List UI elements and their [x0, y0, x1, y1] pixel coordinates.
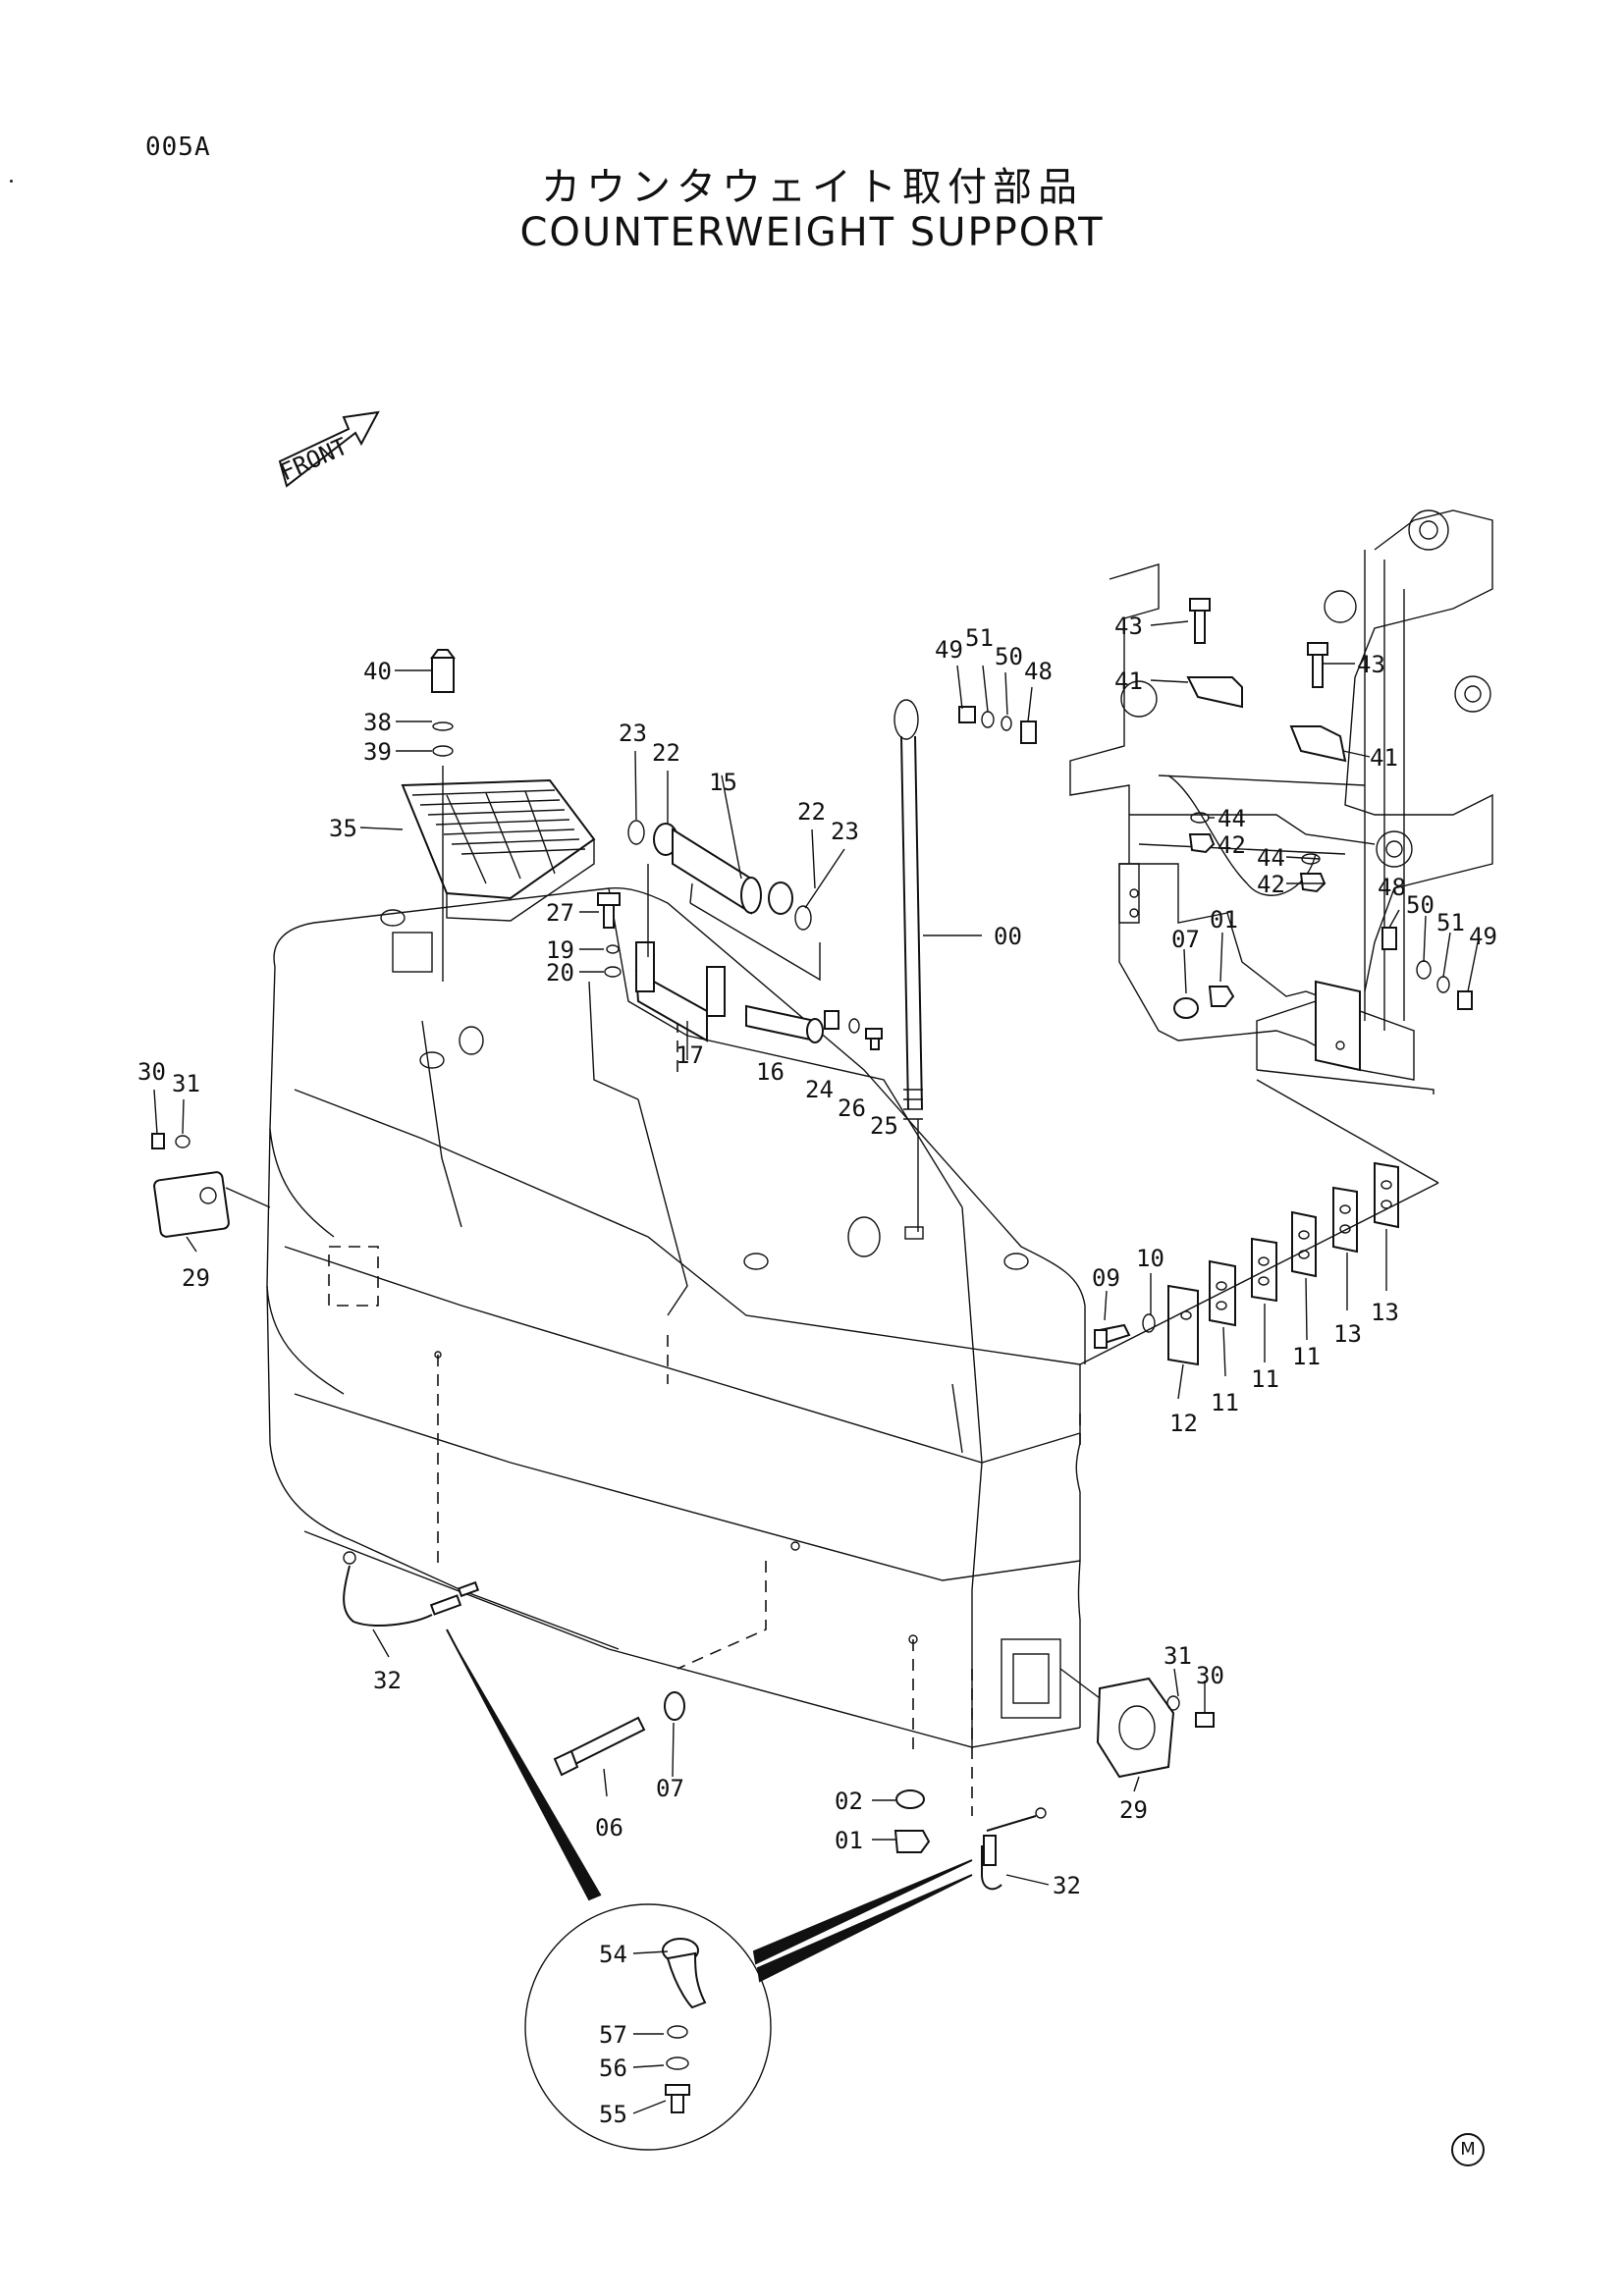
- label-17: 17: [676, 1041, 704, 1069]
- mounting-bolt-set: [553, 1691, 931, 1853]
- label-42-left: 42: [1218, 831, 1246, 859]
- label-31-left: 31: [172, 1070, 200, 1097]
- label-41-right: 41: [1370, 744, 1398, 772]
- label-10: 10: [1136, 1245, 1164, 1272]
- detail-view: [446, 1629, 973, 2151]
- label-54: 54: [599, 1941, 627, 1968]
- label-01-upper: 01: [1210, 906, 1238, 934]
- label-06: 06: [595, 1814, 623, 1842]
- right-cover-plate: [1059, 1668, 1215, 1779]
- label-26: 26: [838, 1095, 866, 1122]
- page-title-japanese: カウンタウェイト取付部品: [541, 165, 1083, 210]
- label-29-left: 29: [182, 1264, 210, 1292]
- label-43-left: 43: [1114, 613, 1143, 640]
- label-11-c: 11: [1292, 1343, 1321, 1370]
- label-35: 35: [329, 815, 357, 842]
- label-48-right: 48: [1378, 874, 1406, 901]
- label-38: 38: [363, 709, 392, 736]
- label-24: 24: [805, 1076, 834, 1103]
- label-32-right: 32: [1053, 1872, 1081, 1899]
- label-43-right: 43: [1357, 651, 1385, 678]
- label-56: 56: [599, 2055, 627, 2082]
- label-19: 19: [546, 936, 574, 964]
- label-32-left: 32: [373, 1667, 402, 1694]
- label-27: 27: [546, 899, 574, 927]
- label-44-left: 44: [1218, 805, 1246, 832]
- label-40: 40: [363, 658, 392, 685]
- label-11-a: 11: [1211, 1389, 1239, 1416]
- label-55: 55: [599, 2101, 627, 2128]
- label-51-right: 51: [1436, 909, 1465, 936]
- label-12: 12: [1169, 1410, 1198, 1437]
- counterweight-body: [266, 886, 1086, 1748]
- label-42-right: 42: [1257, 871, 1285, 898]
- label-29-right: 29: [1119, 1796, 1148, 1824]
- label-00: 00: [994, 923, 1022, 950]
- label-49-top: 49: [935, 636, 963, 664]
- label-22-right: 22: [797, 798, 826, 826]
- page-title-english: COUNTERWEIGHT SUPPORT: [519, 210, 1105, 255]
- page-code: 005A: [145, 133, 211, 162]
- circled-m-icon: M: [1451, 2133, 1485, 2166]
- label-41-left: 41: [1114, 667, 1143, 695]
- label-39: 39: [363, 738, 392, 766]
- left-cover-plate: [151, 1133, 271, 1238]
- label-30-right: 30: [1196, 1662, 1224, 1689]
- label-07-lower: 07: [656, 1775, 684, 1802]
- label-02: 02: [835, 1788, 863, 1815]
- part-number-labels: 40 38 39 35 23 22 15 22 23 27 19 20 17 1…: [137, 613, 1497, 2128]
- label-09: 09: [1092, 1264, 1120, 1292]
- label-57: 57: [599, 2021, 627, 2049]
- label-leader-lines: [153, 620, 1479, 2114]
- label-50-top: 50: [995, 643, 1023, 670]
- label-51-top: 51: [965, 624, 994, 652]
- machine-frame: [958, 509, 1493, 1095]
- front-arrow-label: FRONT: [276, 433, 352, 487]
- label-13-b: 13: [1371, 1299, 1399, 1326]
- front-arrow-icon: FRONT: [276, 410, 380, 488]
- label-07-upper: 07: [1171, 926, 1200, 953]
- label-31-right: 31: [1164, 1642, 1192, 1670]
- pin-assembly: [597, 820, 883, 1060]
- label-44-right: 44: [1257, 844, 1285, 872]
- label-16: 16: [756, 1058, 785, 1086]
- shim-plates: [1079, 1079, 1439, 1366]
- label-49-right: 49: [1469, 923, 1497, 950]
- assembly-guide-lines: [437, 1001, 1081, 1816]
- label-30-left: 30: [137, 1058, 166, 1086]
- label-01-lower: 01: [835, 1827, 863, 1854]
- label-23-left: 23: [619, 720, 647, 747]
- label-50-right: 50: [1406, 891, 1435, 919]
- lifting-rod: [893, 699, 924, 1240]
- label-48-top: 48: [1024, 658, 1053, 685]
- step-assembly: [401, 649, 596, 982]
- label-22-left: 22: [652, 739, 680, 767]
- label-15: 15: [709, 769, 737, 796]
- label-23-right: 23: [831, 818, 859, 845]
- label-25: 25: [870, 1112, 898, 1140]
- ground-cables: [343, 1551, 1047, 1891]
- label-13-a: 13: [1333, 1320, 1362, 1348]
- label-20: 20: [546, 959, 574, 987]
- label-11-b: 11: [1251, 1365, 1279, 1393]
- scan-dot: [10, 180, 13, 183]
